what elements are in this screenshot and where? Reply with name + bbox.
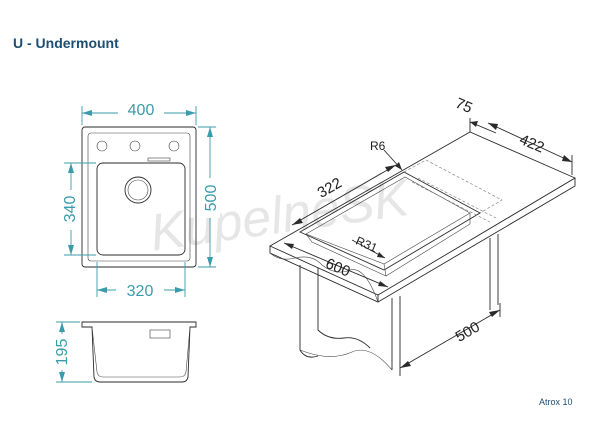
bowl-height-340-label: 340 bbox=[62, 196, 79, 223]
side-view: 195 bbox=[50, 321, 197, 383]
radius-r31-label: R31 bbox=[354, 234, 380, 256]
bowl-width-320-label: 320 bbox=[127, 283, 154, 300]
height-500-label: 500 bbox=[203, 185, 220, 212]
front-view: 400 500 340 320 bbox=[58, 100, 220, 300]
worktop-422-label: 422 bbox=[517, 131, 547, 156]
model-label: Atrox 10 bbox=[539, 397, 573, 407]
radius-r6-label: R6 bbox=[370, 139, 386, 153]
depth-195-label: 195 bbox=[54, 339, 71, 366]
edge-75-label: 75 bbox=[453, 95, 475, 117]
width-400-label: 400 bbox=[128, 102, 155, 119]
page-title: U - Undermount bbox=[13, 35, 119, 51]
cutout-600-label: 600 bbox=[323, 255, 353, 280]
